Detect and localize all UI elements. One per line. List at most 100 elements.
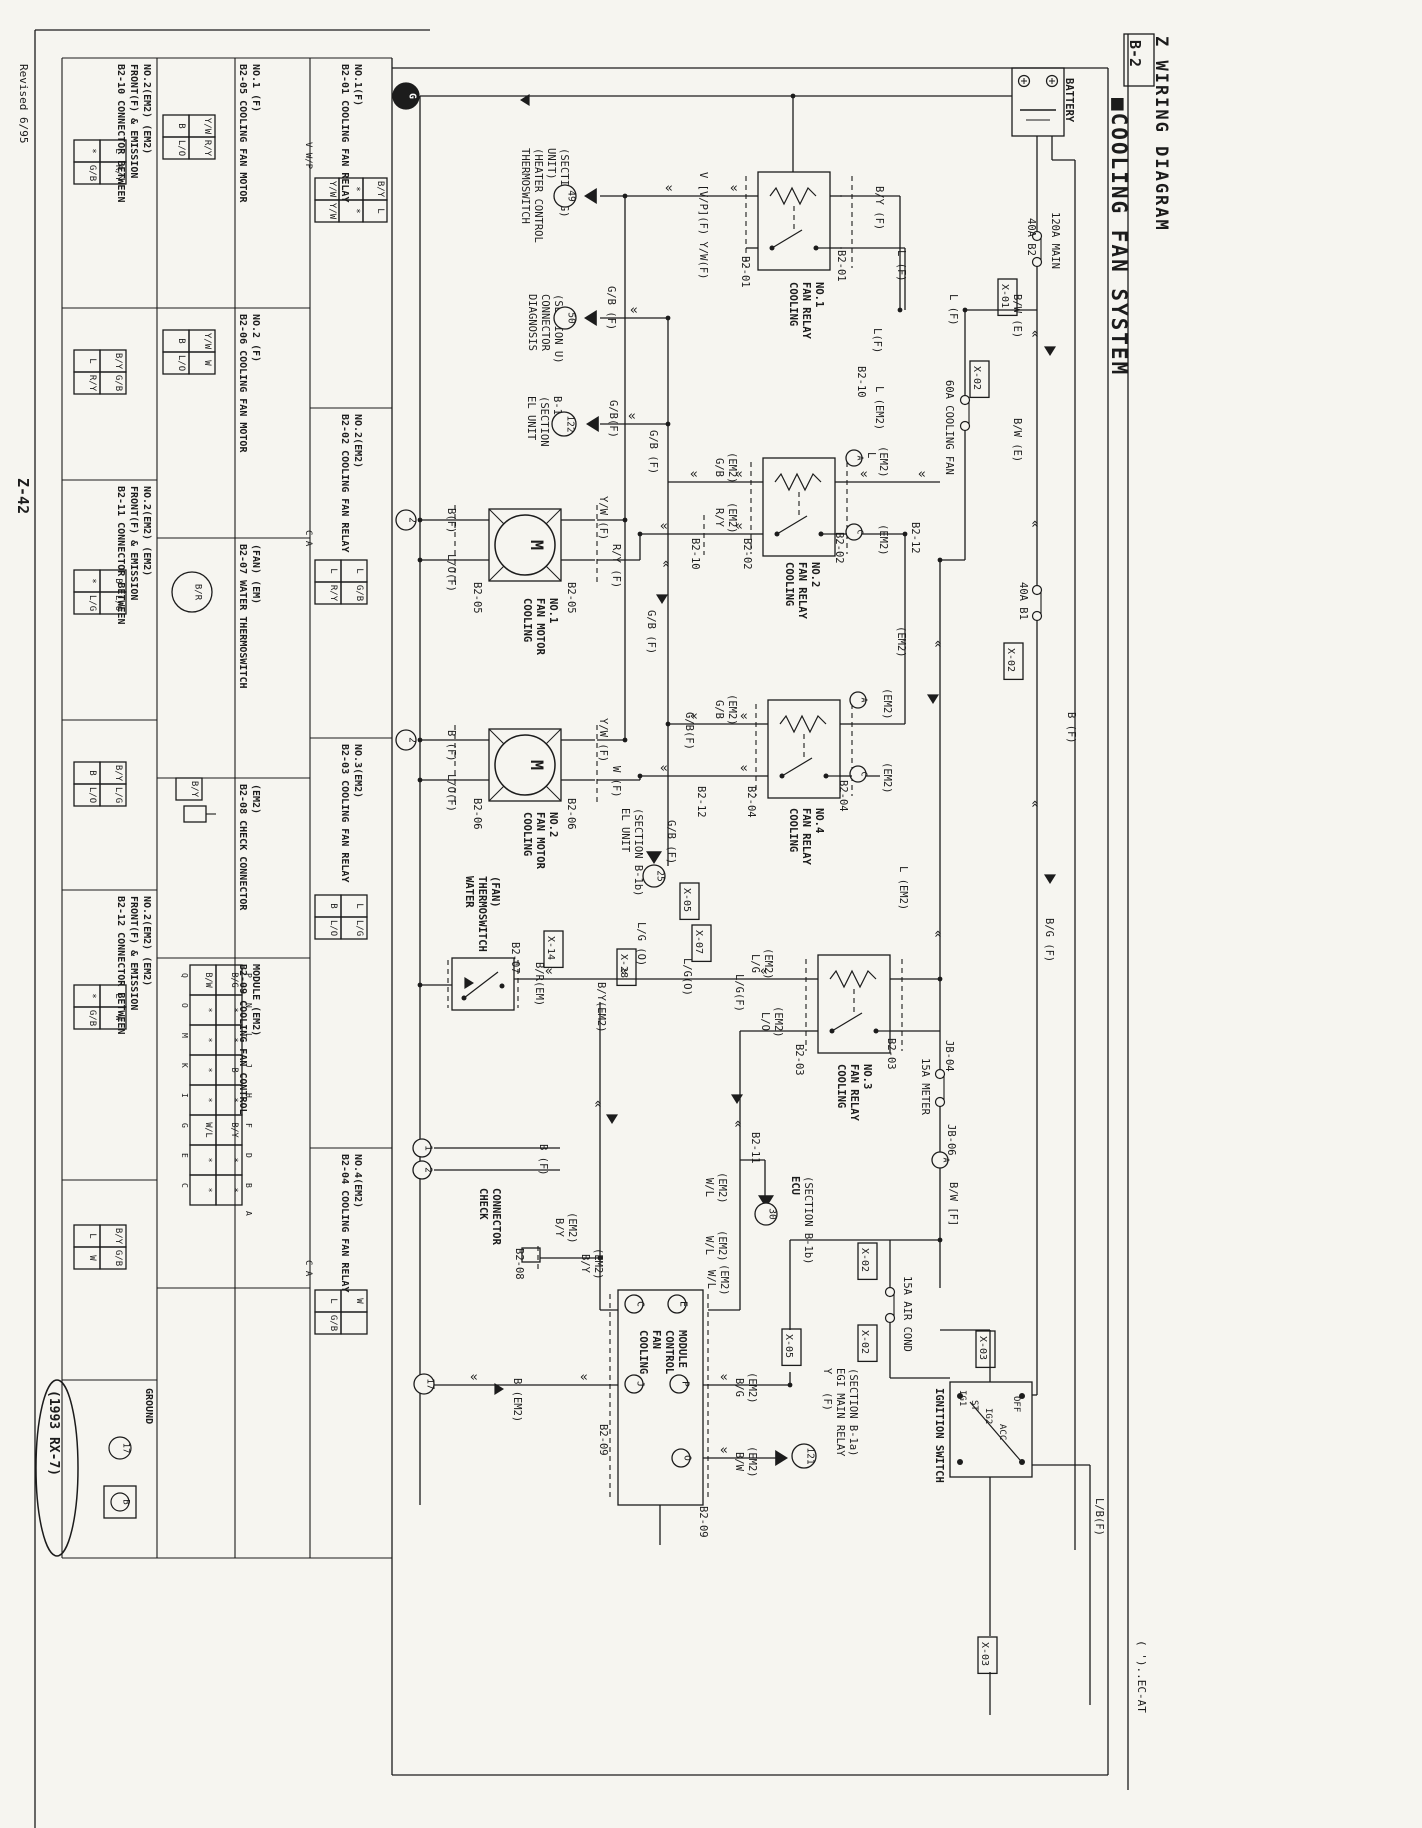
- wire-label: BATTERY: [1063, 78, 1075, 123]
- label-text: E: [180, 1153, 189, 1158]
- boxed-connector-code: [977, 1636, 998, 1675]
- wire-label: (EM2): [718, 1264, 730, 1296]
- splice-chevron: «: [620, 964, 628, 979]
- circled-ref-text: 1: [423, 1145, 434, 1151]
- boxed-connector-code: [857, 1242, 878, 1281]
- splice-chevron: «: [735, 519, 743, 534]
- pin-cell-text: L/O: [87, 787, 97, 803]
- wire-label: B2-08: [513, 1248, 525, 1280]
- connector-section-title: B2-11 CONNECTOR BETWEEN: [115, 486, 126, 624]
- boxed-connector-code: [543, 930, 564, 969]
- motor-circle: [494, 514, 556, 576]
- circled-ref: [392, 82, 420, 110]
- connector-section-title: NO.4(EM2): [352, 1154, 363, 1208]
- junction-dot: [417, 777, 423, 783]
- circled-ref-text: 50: [566, 312, 577, 324]
- label-text: *: [203, 1157, 213, 1162]
- pin-cell-text: R/Y: [113, 165, 123, 182]
- fuse-end: [959, 394, 971, 406]
- pin-cell-text: B/Y: [113, 765, 123, 782]
- ts-dot: [499, 983, 505, 989]
- pin-cell: [99, 591, 127, 615]
- wire-label: L(F): [871, 328, 883, 353]
- pin-cell-text: R/Y: [87, 375, 97, 392]
- page-code-box: [1123, 33, 1155, 87]
- wire-label: L: [865, 452, 877, 458]
- wire-label: THERMOSWITCH: [519, 148, 531, 224]
- circled-ref-text: O: [682, 1455, 693, 1461]
- label-text: Q: [180, 973, 189, 978]
- pin-cell-text: R/Y: [328, 585, 338, 602]
- wire-label: IG2: [983, 1408, 993, 1424]
- wire-label: (EM2): [877, 524, 889, 556]
- connector-section-title: FRONT(F) & EMISSION: [128, 896, 139, 1010]
- wire-label: B2-06: [565, 798, 577, 830]
- label-text: 17: [121, 1443, 131, 1454]
- label-text: *: [229, 1097, 239, 1102]
- splice-chevron: «: [740, 709, 748, 724]
- wire-label: UNIT): [545, 148, 557, 180]
- wire-label: B (F): [1065, 712, 1077, 744]
- module-pin-cell: [215, 1174, 243, 1206]
- relay: [806, 954, 902, 1054]
- pin-cell-text: *: [87, 578, 97, 583]
- relay-body: [817, 954, 891, 1054]
- wire-label: B/R(EM): [533, 962, 545, 1006]
- wire-label: (EM2): [877, 446, 889, 478]
- label-text: H: [244, 1093, 253, 1098]
- fuse-end: [1031, 256, 1043, 268]
- pin-cell-text: L: [328, 1298, 338, 1303]
- ignition-switch: [949, 1381, 1033, 1478]
- wire-label: G/B (F): [645, 610, 657, 654]
- wire-label: B/Y (F): [873, 186, 885, 230]
- splice-chevron: «: [760, 964, 768, 979]
- motor-m: M: [526, 540, 546, 550]
- junction-dot: [937, 1237, 943, 1243]
- relay-contact-arm: [831, 1012, 863, 1032]
- label-text: D: [244, 1153, 253, 1158]
- wire-label: NO.1: [547, 598, 559, 623]
- fuse: [884, 1286, 896, 1324]
- pin-cell-text: W: [354, 1298, 364, 1304]
- ignition-contact: [1019, 1393, 1025, 1399]
- pin-cell: [340, 1311, 368, 1335]
- circled-ref: [413, 1373, 435, 1395]
- wire-label: B2-12: [695, 786, 707, 818]
- connector-section-title: B2-02 COOLING FAN RELAY: [339, 414, 350, 552]
- wire-label: (F): [821, 1392, 833, 1411]
- junction-dot: [622, 193, 628, 199]
- pin-cell-text: G/B: [113, 375, 123, 391]
- wire-label: B2-09: [697, 1506, 709, 1538]
- relay-contact-arm: [781, 757, 813, 777]
- splice-chevron: «: [658, 560, 673, 568]
- schematic-wires: «««««««««««««««««««««««««««««: [34, 29, 1129, 1828]
- motor-frame: [488, 508, 562, 582]
- pin-cell-text: W: [113, 1015, 123, 1021]
- pin-cell-text: R/Y: [202, 140, 212, 157]
- wire-label: (SECTION B-1b): [802, 1176, 814, 1265]
- boxed-connector-code: [616, 948, 637, 987]
- pin-cell-text: W: [87, 1255, 97, 1261]
- relay-coil: [769, 186, 817, 206]
- pin-cell-text: L: [328, 568, 338, 573]
- relay: [746, 171, 842, 271]
- wire-label: B/W: [733, 1452, 745, 1472]
- section-ref-arrow: [584, 310, 597, 326]
- wire-label: (EM2): [895, 626, 907, 658]
- wire-label: FAN RELAY: [848, 1064, 860, 1122]
- circled-ref: [669, 1374, 689, 1394]
- connector-section-title: GROUND: [143, 1388, 154, 1424]
- wire-label: G/B (F): [665, 820, 677, 864]
- junction-dot: [937, 557, 943, 563]
- circled-ref-text: 17: [425, 1378, 436, 1389]
- page-code: B-2: [1126, 40, 1144, 67]
- motor-circle: [494, 734, 556, 796]
- junction-dot: [622, 737, 628, 743]
- battery-terminal: [1045, 74, 1059, 88]
- pin-cell: [340, 916, 368, 940]
- connector-section-title: B2-01 COOLING FAN RELAY: [339, 64, 350, 202]
- cooling-fan-control-module: [617, 1289, 704, 1506]
- wire-label: (EM2): [746, 1372, 758, 1404]
- wire-label: FAN RELAY: [800, 808, 812, 866]
- wire-label: B2-06: [471, 798, 483, 830]
